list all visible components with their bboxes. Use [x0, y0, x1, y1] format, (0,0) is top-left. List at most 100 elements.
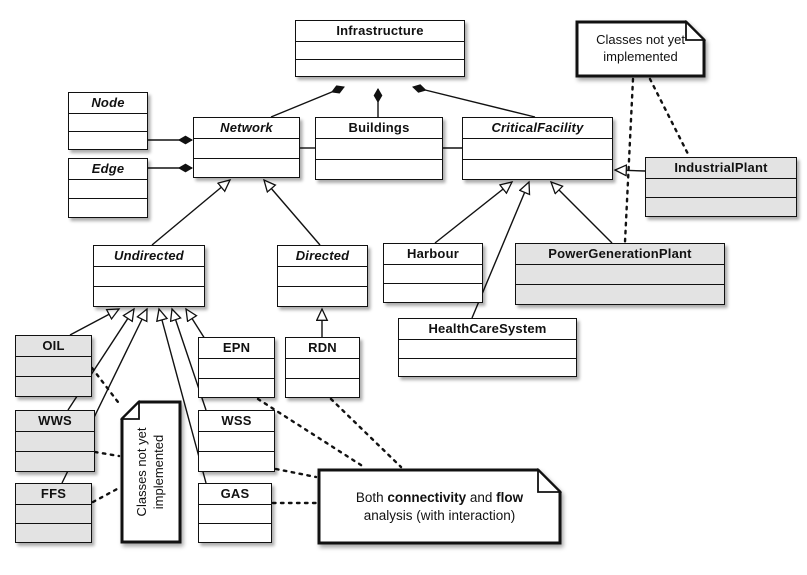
class-title: Harbour [407, 246, 459, 261]
class-healthcaresystem: HealthCareSystem [398, 318, 577, 377]
class-gas: GAS [198, 483, 272, 543]
operations-compartment [278, 286, 367, 306]
class-network: Network [193, 117, 300, 178]
class-title: CriticalFacility [491, 120, 584, 135]
note-shape [575, 20, 706, 78]
note-shape [120, 400, 182, 544]
notelink-left-wws [93, 450, 121, 458]
operations-compartment [384, 283, 482, 302]
class-title: FFS [40, 486, 67, 501]
notelink-top-industrial [648, 77, 691, 158]
note-text: Both connectivity and flow analysis (wit… [355, 489, 524, 523]
attributes-compartment [16, 431, 94, 451]
operations-compartment [69, 131, 147, 149]
attributes-compartment [316, 138, 442, 159]
operations-compartment [516, 284, 724, 304]
class-wss: WSS [198, 410, 275, 472]
attributes-compartment [69, 113, 147, 131]
gen-powerplant-cf [551, 182, 613, 244]
gen-harbour-cf [434, 182, 512, 244]
notelink-bottom-rdn [329, 397, 403, 469]
class-title: Undirected [114, 248, 184, 263]
gen-industrial-cf [615, 170, 646, 171]
class-node: Node [68, 92, 148, 150]
class-criticalfacility: CriticalFacility [462, 117, 613, 180]
class-harbour: Harbour [383, 243, 483, 303]
class-title: Buildings [348, 120, 410, 135]
class-title: EPN [222, 340, 251, 355]
operations-compartment [286, 377, 359, 398]
operations-compartment [399, 357, 576, 377]
operations-compartment [199, 523, 271, 542]
attributes-compartment [16, 504, 91, 523]
class-title: RDN [308, 340, 337, 355]
attributes-compartment [384, 264, 482, 283]
operations-compartment [296, 58, 464, 77]
class-undirected: Undirected [93, 245, 205, 307]
note-text: Classes not yet implemented [134, 427, 166, 517]
class-title: Node [91, 95, 125, 110]
operations-compartment [94, 286, 204, 306]
operations-compartment [199, 377, 274, 398]
gen-directed-network [264, 180, 321, 246]
class-title: Edge [91, 161, 125, 176]
attributes-compartment [199, 431, 274, 451]
operations-compartment [16, 376, 91, 396]
gen-epn-undirected [186, 309, 206, 340]
class-oil: OIL [15, 335, 92, 397]
attributes-compartment [646, 178, 796, 197]
class-rdn: RDN [285, 337, 360, 398]
note-classes-not-implemented-top: Classes not yet implemented [575, 20, 706, 78]
notelink-bottom-wss [274, 467, 318, 479]
class-ffs: FFS [15, 483, 92, 543]
attributes-compartment [286, 358, 359, 378]
attributes-compartment [69, 179, 147, 198]
operations-compartment [194, 157, 299, 178]
attributes-compartment [296, 41, 464, 59]
attributes-compartment [463, 138, 612, 159]
operations-compartment [646, 197, 796, 216]
notelink-left-oil [90, 366, 123, 408]
class-title: Network [220, 120, 273, 135]
attributes-compartment [516, 264, 724, 284]
attributes-compartment [399, 339, 576, 358]
operations-compartment [16, 523, 91, 542]
class-directed: Directed [277, 245, 368, 307]
attributes-compartment [194, 138, 299, 158]
attributes-compartment [16, 356, 91, 376]
operations-compartment [316, 158, 442, 180]
class-infrastructure: Infrastructure [295, 20, 465, 77]
notelink-bottom-epn [256, 397, 366, 469]
note-analysis: Both connectivity and flow analysis (wit… [317, 468, 562, 545]
class-title: Infrastructure [336, 23, 424, 38]
class-title: IndustrialPlant [674, 160, 768, 175]
class-powergenerationplant: PowerGenerationPlant [515, 243, 725, 305]
class-industrialplant: IndustrialPlant [645, 157, 797, 217]
operations-compartment [463, 158, 612, 180]
note-shape [317, 468, 562, 545]
operations-compartment [16, 451, 94, 471]
gen-oil-undirected [69, 309, 119, 336]
note-text: Classes not yet implemented [596, 32, 685, 64]
class-title: HealthCareSystem [428, 321, 547, 336]
class-title: Directed [295, 248, 350, 263]
operations-compartment [199, 451, 274, 471]
attributes-compartment [199, 504, 271, 523]
attributes-compartment [94, 266, 204, 286]
notelink-left-ffs [91, 486, 121, 504]
class-title: WWS [38, 413, 72, 428]
attributes-compartment [199, 358, 274, 378]
comp-network-infrastructure [270, 87, 344, 118]
class-wws: WWS [15, 410, 95, 472]
class-title: GAS [220, 486, 250, 501]
class-epn: EPN [198, 337, 275, 398]
note-classes-not-implemented-left: Classes not yet implemented [120, 400, 182, 544]
operations-compartment [69, 198, 147, 217]
class-title: OIL [42, 338, 65, 353]
notelink-top-powerplant [623, 77, 635, 244]
class-title: WSS [221, 413, 252, 428]
gen-undirected-network [151, 180, 230, 246]
class-buildings: Buildings [315, 117, 443, 180]
comp-cf-infrastructure [413, 87, 536, 118]
